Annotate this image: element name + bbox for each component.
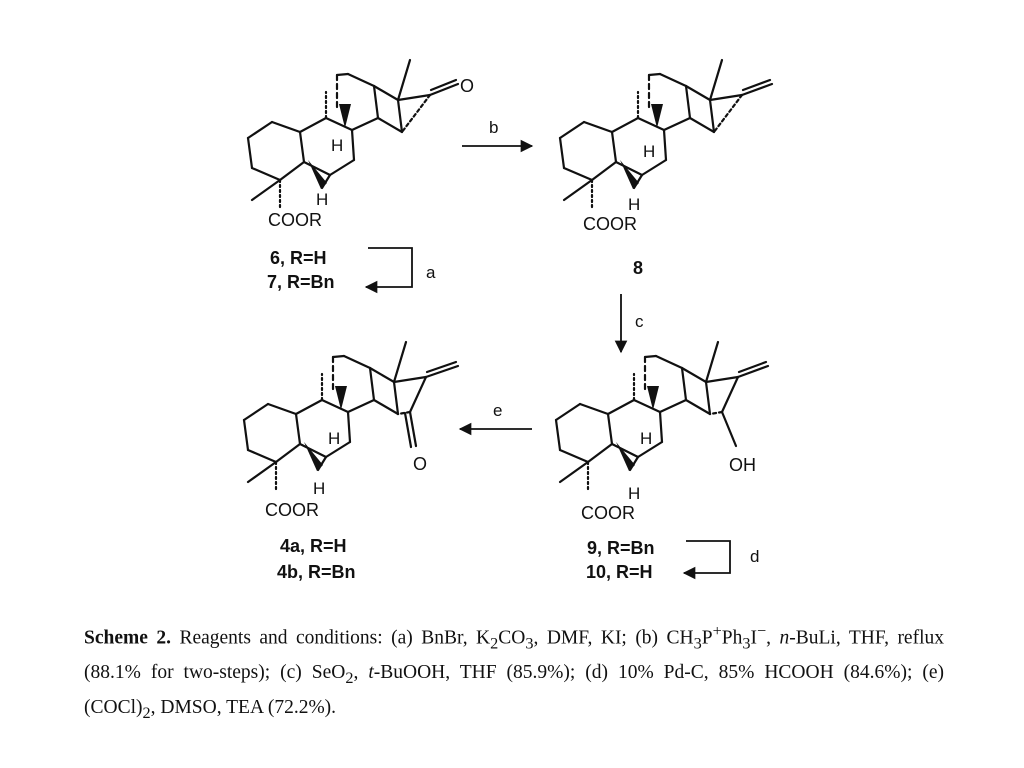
structure-8 — [558, 58, 774, 210]
oxygen-label: O — [460, 76, 474, 96]
h-label: H — [331, 136, 343, 155]
hydroxyl-label: OH — [729, 455, 756, 475]
oxygen-label: O — [413, 454, 427, 474]
compound-label-10: 10, R=H — [586, 562, 653, 582]
step-label-d: d — [750, 547, 759, 566]
coor-label: COOR — [583, 214, 637, 234]
step-a-arrow — [364, 247, 413, 294]
structure-9-10-wedges — [616, 386, 659, 471]
compound-label-4a: 4a, R=H — [280, 536, 347, 556]
compound-label-4b: 4b, R=Bn — [277, 562, 356, 582]
h-label: H — [328, 429, 340, 448]
coor-label: COOR — [581, 503, 635, 523]
h-label: H — [628, 484, 640, 503]
compound-label-6: 6, R=H — [270, 248, 327, 268]
coor-label: COOR — [265, 500, 319, 520]
compound-label-9: 9, R=Bn — [587, 538, 655, 558]
step-d-arrow — [682, 540, 731, 580]
structure-8-wedges — [620, 104, 663, 189]
h-label: H — [316, 190, 328, 209]
step-label-e: e — [493, 401, 502, 420]
h-label: H — [628, 195, 640, 214]
structure-4a-4b-wedges — [304, 386, 347, 471]
caption-lead: Scheme 2. — [84, 627, 171, 649]
structure-6-7-wedges — [308, 104, 351, 189]
h-label: H — [313, 479, 325, 498]
step-label-c: c — [635, 312, 644, 331]
compound-label-8: 8 — [633, 258, 643, 278]
h-label: H — [640, 429, 652, 448]
compound-label-7: 7, R=Bn — [267, 272, 335, 292]
step-label-a: a — [426, 263, 436, 282]
coor-label: COOR — [268, 210, 322, 230]
h-label: H — [643, 142, 655, 161]
structure-6-7 — [246, 58, 460, 210]
scheme-caption: Scheme 2. Reagents and conditions: (a) B… — [84, 622, 945, 723]
structure-4a-4b — [242, 340, 460, 492]
structure-9-10 — [554, 340, 770, 492]
step-label-b: b — [489, 118, 498, 137]
